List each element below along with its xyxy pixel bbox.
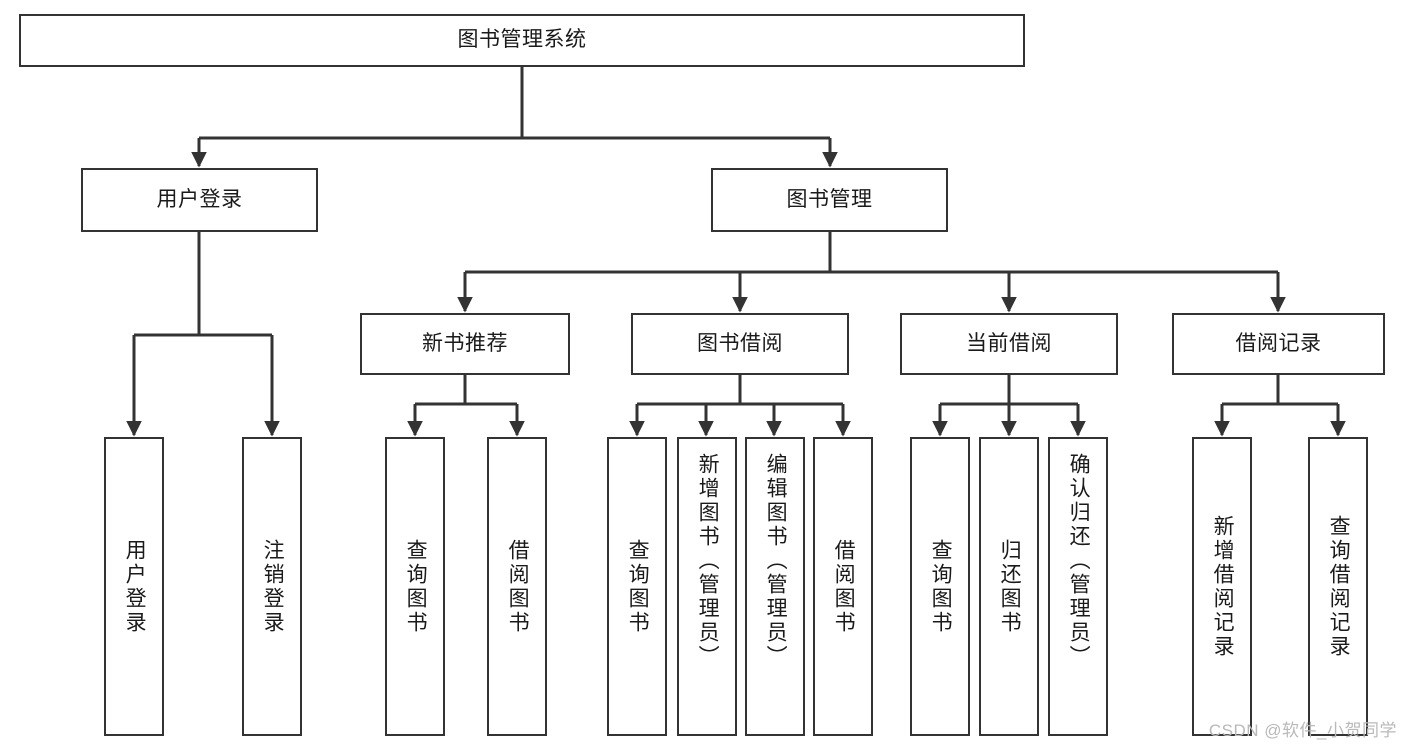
node-book-manage[interactable]: 图书管理 [711, 168, 948, 232]
watermark: CSDN @软件_小贺同学 [1208, 721, 1397, 740]
leaf-current-borrow-2-label: 归还图书 [998, 538, 1022, 635]
leaf-current-borrow-1[interactable]: 查询图书 [910, 437, 970, 736]
leaf-borrow-record-2-label: 查询借阅记录 [1327, 514, 1351, 659]
node-current-borrow[interactable]: 当前借阅 [900, 313, 1118, 375]
leaf-new-book-2[interactable]: 借阅图书 [487, 437, 547, 736]
leaf-current-borrow-2[interactable]: 归还图书 [979, 437, 1039, 736]
leaf-current-borrow-3-label: 确认归还（管理员） [1067, 453, 1091, 669]
node-root-label: 图书管理系统 [457, 28, 587, 52]
node-borrow-record[interactable]: 借阅记录 [1172, 313, 1385, 375]
leaf-borrow-record-1-label: 新增借阅记录 [1211, 514, 1235, 659]
node-root[interactable]: 图书管理系统 [19, 14, 1025, 67]
leaf-current-borrow-3[interactable]: 确认归还（管理员） [1048, 437, 1108, 736]
node-current-borrow-label: 当前借阅 [966, 331, 1052, 355]
leaf-borrow-record-2[interactable]: 查询借阅记录 [1308, 437, 1368, 736]
leaf-user-login-1[interactable]: 用户登录 [104, 437, 164, 736]
leaf-new-book-1[interactable]: 查询图书 [385, 437, 445, 736]
leaf-book-borrow-3-label: 编辑图书（管理员） [764, 453, 788, 669]
node-book-borrow-label: 图书借阅 [697, 331, 783, 355]
node-book-manage-label: 图书管理 [786, 187, 873, 211]
leaf-book-borrow-4-label: 借阅图书 [832, 538, 856, 635]
leaf-book-borrow-2-label: 新增图书（管理员） [696, 453, 720, 669]
leaf-book-borrow-4[interactable]: 借阅图书 [813, 437, 873, 736]
leaf-current-borrow-1-label: 查询图书 [929, 538, 953, 635]
node-user-login-label: 用户登录 [156, 187, 243, 211]
node-new-book-recommend-label: 新书推荐 [422, 331, 508, 355]
leaf-new-book-2-label: 借阅图书 [506, 538, 530, 635]
leaf-borrow-record-1[interactable]: 新增借阅记录 [1192, 437, 1252, 736]
leaf-user-login-2-label: 注销登录 [261, 538, 285, 635]
leaf-book-borrow-1-label: 查询图书 [626, 538, 650, 635]
node-borrow-record-label: 借阅记录 [1235, 331, 1322, 355]
node-new-book-recommend[interactable]: 新书推荐 [360, 313, 570, 375]
leaf-book-borrow-1[interactable]: 查询图书 [607, 437, 667, 736]
leaf-user-login-1-label: 用户登录 [123, 538, 147, 635]
leaf-new-book-1-label: 查询图书 [404, 538, 428, 635]
node-user-login[interactable]: 用户登录 [81, 168, 318, 232]
leaf-book-borrow-3[interactable]: 编辑图书（管理员） [745, 437, 805, 736]
leaf-book-borrow-2[interactable]: 新增图书（管理员） [677, 437, 737, 736]
leaf-user-login-2[interactable]: 注销登录 [242, 437, 302, 736]
node-book-borrow[interactable]: 图书借阅 [631, 313, 849, 375]
